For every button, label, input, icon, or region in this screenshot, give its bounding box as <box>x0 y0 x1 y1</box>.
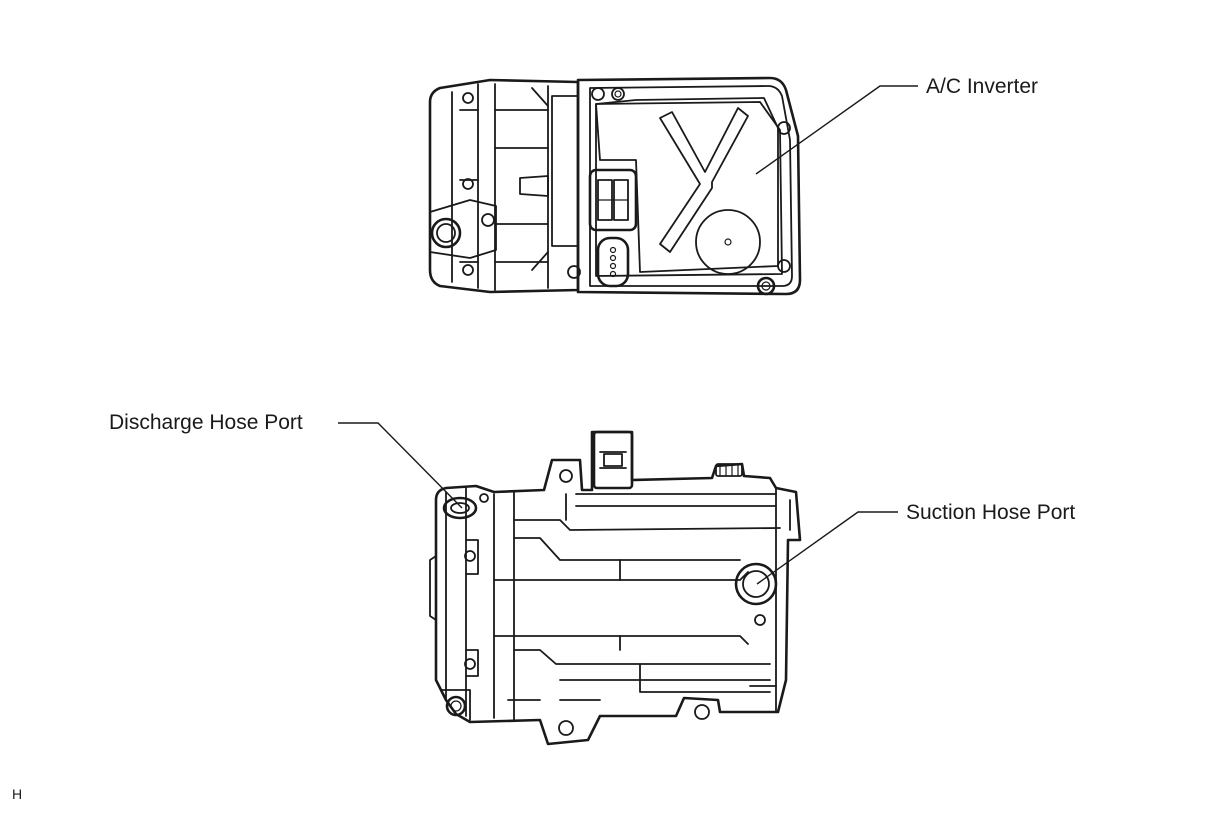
suction-port <box>734 562 778 606</box>
leader-suction-port <box>756 511 898 585</box>
inverter-cover <box>595 97 779 273</box>
leader-ac-inverter <box>755 85 918 175</box>
figure-code: H <box>12 786 23 802</box>
leader-discharge-port <box>338 422 463 509</box>
compressor-side-view <box>429 430 802 746</box>
discharge-port <box>442 496 478 520</box>
compressor-top-view <box>428 76 802 296</box>
top-left-housing <box>428 78 580 294</box>
label-suction-port: Suction Hose Port <box>906 501 1076 524</box>
label-discharge-port: Discharge Hose Port <box>109 411 303 434</box>
top-inverter-housing <box>576 76 802 296</box>
side-main-housing <box>434 430 802 746</box>
label-ac-inverter: A/C Inverter <box>926 75 1039 98</box>
